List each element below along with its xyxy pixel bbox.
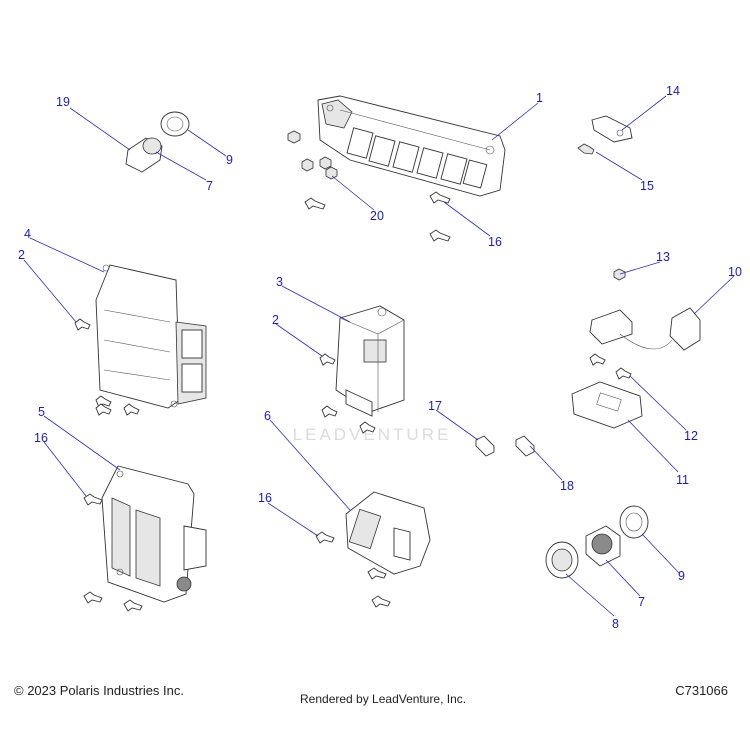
callout-7-bottom[interactable]: 7 — [638, 595, 645, 609]
part-ecu-module-bottom[interactable] — [101, 465, 207, 603]
callout-17[interactable]: 17 — [428, 399, 442, 413]
callout-3[interactable]: 3 — [276, 275, 283, 289]
callout-16-center[interactable]: 16 — [258, 491, 272, 505]
part-screw-group-ecu-left[interactable] — [74, 318, 140, 416]
callout-15[interactable]: 15 — [640, 179, 654, 193]
callout-13[interactable]: 13 — [656, 250, 670, 264]
part-screw-group-ecu-bottom[interactable] — [83, 493, 143, 612]
callout-10[interactable]: 10 — [728, 265, 742, 279]
part-small-bracket[interactable] — [577, 115, 633, 155]
callout-6[interactable]: 6 — [264, 409, 271, 423]
part-clip-pair[interactable] — [475, 435, 535, 457]
part-screw-group-module-bottom[interactable] — [315, 531, 391, 608]
callout-2-left[interactable]: 2 — [18, 248, 25, 262]
callout-12[interactable]: 12 — [684, 429, 698, 443]
rendered-by-text: Rendered by LeadVenture, Inc. — [300, 692, 467, 706]
part-relay-bracket[interactable] — [317, 95, 506, 197]
part-control-module-center[interactable] — [335, 305, 405, 417]
part-control-module-bottom[interactable] — [345, 491, 431, 575]
diagram-code: C731066 — [675, 683, 728, 698]
callout-9-top[interactable]: 9 — [226, 153, 233, 167]
callout-19[interactable]: 19 — [56, 95, 70, 109]
watermark-text: LEADVENTURE — [293, 425, 452, 444]
callout-18[interactable]: 18 — [560, 479, 574, 493]
part-power-socket-bottom[interactable] — [545, 505, 649, 579]
part-screw-group-module-center[interactable] — [319, 353, 376, 434]
callout-labels: 1 19 9 7 14 15 20 16 4 2 3 2 13 10 12 11… — [18, 84, 742, 631]
callout-14[interactable]: 14 — [666, 84, 680, 98]
copyright-text: © 2023 Polaris Industries Inc. — [14, 683, 184, 698]
callout-7-top[interactable]: 7 — [206, 179, 213, 193]
part-screw-group-top[interactable] — [304, 191, 451, 242]
callout-16-left[interactable]: 16 — [34, 431, 48, 445]
callout-1[interactable]: 1 — [536, 91, 543, 105]
part-mount-bracket[interactable] — [571, 353, 643, 429]
callout-16-top[interactable]: 16 — [488, 235, 502, 249]
callout-11[interactable]: 11 — [676, 473, 689, 487]
part-sensor-harness[interactable] — [589, 268, 701, 351]
callout-4[interactable]: 4 — [24, 227, 31, 241]
callout-5[interactable]: 5 — [38, 405, 45, 419]
callout-2-center[interactable]: 2 — [272, 313, 279, 327]
leader-lines — [23, 95, 735, 617]
callout-20[interactable]: 20 — [370, 209, 384, 223]
part-power-socket-top[interactable] — [125, 111, 190, 173]
part-nut-group[interactable] — [287, 130, 338, 180]
callout-9-bottom[interactable]: 9 — [678, 569, 685, 583]
part-ecu-module-left[interactable] — [95, 264, 207, 409]
callout-8[interactable]: 8 — [612, 617, 619, 631]
